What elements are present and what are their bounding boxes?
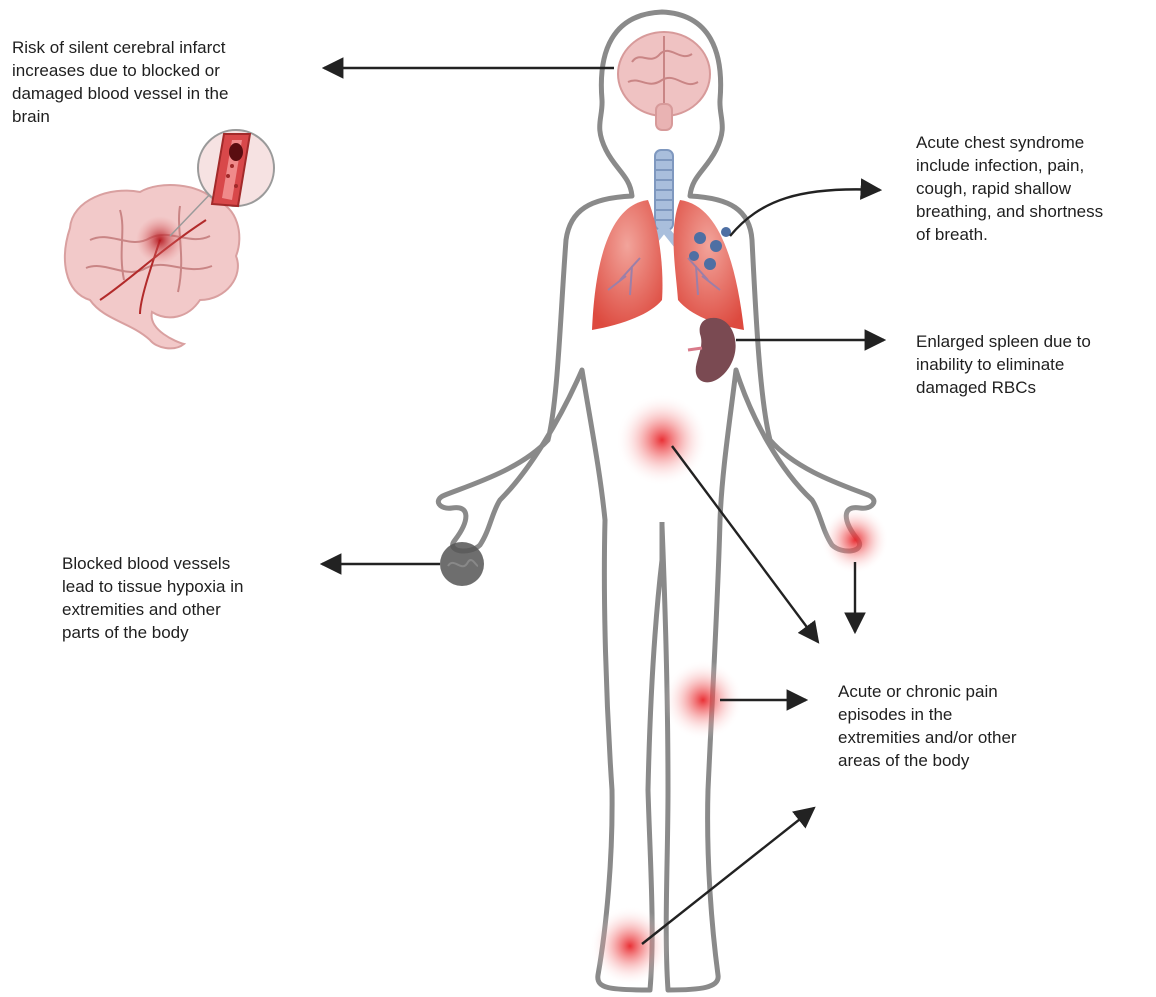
annotation-pain: Acute or chronic pain episodes in the ex… xyxy=(838,680,1017,772)
annotation-hypoxia: Blocked blood vessels lead to tissue hyp… xyxy=(62,552,243,644)
annotation-spleen: Enlarged spleen due to inability to elim… xyxy=(916,330,1091,399)
annotation-line: damaged blood vessel in the xyxy=(12,82,228,105)
pain-spot-icon xyxy=(590,906,670,986)
annotation-line: cough, rapid shallow xyxy=(916,177,1103,200)
brain-infarct-icon xyxy=(65,185,239,348)
annotation-line: Acute chest syndrome xyxy=(916,131,1103,154)
blood-vessel-clot-icon xyxy=(198,130,274,206)
annotation-line: episodes in the xyxy=(838,703,1017,726)
pain-spot-icon xyxy=(616,394,708,486)
annotation-line: Enlarged spleen due to xyxy=(916,330,1091,353)
hypoxia-spot-icon xyxy=(440,542,484,586)
annotation-line: breathing, and shortness xyxy=(916,200,1103,223)
annotation-line: include infection, pain, xyxy=(916,154,1103,177)
annotation-line: areas of the body xyxy=(838,749,1017,772)
annotation-line: extremities and/or other xyxy=(838,726,1017,749)
annotation-line: Blocked blood vessels xyxy=(62,552,243,575)
annotation-line: Risk of silent cerebral infarct xyxy=(12,36,228,59)
annotation-line: damaged RBCs xyxy=(916,376,1091,399)
annotation-line: parts of the body xyxy=(62,621,243,644)
annotation-line: of breath. xyxy=(916,223,1103,246)
annotation-line: inability to eliminate xyxy=(916,353,1091,376)
annotation-line: lead to tissue hypoxia in xyxy=(62,575,243,598)
annotation-brain: Risk of silent cerebral infarct increase… xyxy=(12,36,228,128)
annotation-line: increases due to blocked or xyxy=(12,59,228,82)
annotation-line: brain xyxy=(12,105,228,128)
annotation-line: extremities and other xyxy=(62,598,243,621)
annotation-chest: Acute chest syndrome include infection, … xyxy=(916,131,1103,246)
annotation-line: Acute or chronic pain xyxy=(838,680,1017,703)
